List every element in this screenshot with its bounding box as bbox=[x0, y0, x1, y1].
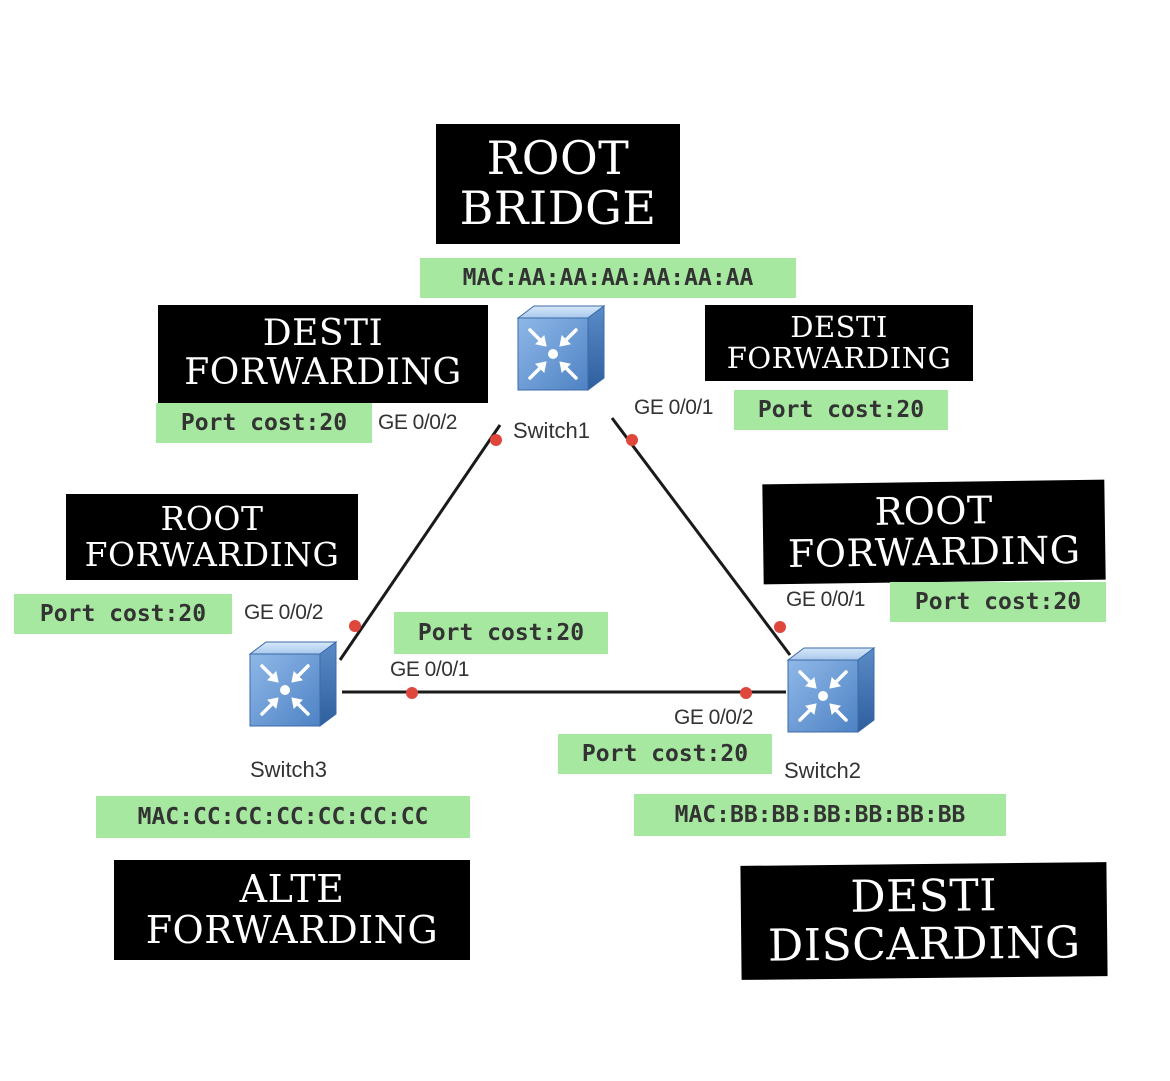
switch3-icon bbox=[248, 640, 338, 728]
switch2-ge002-role-line2: DISCARDING bbox=[767, 917, 1081, 972]
switch1-ge001-role-line2: FORWARDING bbox=[726, 341, 952, 375]
switch2-ge002-role-box: DESTI DISCARDING bbox=[740, 862, 1108, 980]
switch3-ge001-label: GE 0/0/1 bbox=[390, 658, 469, 681]
port-dot-switch3-ge001 bbox=[406, 687, 418, 699]
switch3-mac-label: MAC:CC:CC:CC:CC:CC:CC bbox=[96, 796, 470, 838]
switch3-ge001-role-line2: FORWARDING bbox=[145, 908, 439, 952]
switch2-ge002-role-line1: DESTI bbox=[850, 870, 998, 924]
switch3-name: Switch3 bbox=[250, 757, 328, 782]
switch1-ge001-cost: Port cost:20 bbox=[734, 390, 948, 430]
switch2-icon bbox=[786, 646, 876, 734]
switch1-role-box: ROOT BRIDGE bbox=[436, 124, 680, 244]
switch1-role-line1: ROOT bbox=[486, 131, 630, 186]
switch3-ge002-label: GE 0/0/2 bbox=[244, 601, 323, 624]
switch1-ge002-role-box: DESTI FORWARDING bbox=[158, 305, 488, 403]
switch1-icon bbox=[516, 304, 606, 392]
switch2-mac-label: MAC:BB:BB:BB:BB:BB:BB bbox=[634, 794, 1006, 836]
switch3-ge001-role-line1: ALTE bbox=[239, 866, 345, 911]
switch3-ge002-role-box: ROOT FORWARDING bbox=[66, 494, 358, 580]
switch2-ge001-role-line1: ROOT bbox=[874, 488, 994, 534]
switch2-ge001-role-line2: FORWARDING bbox=[787, 527, 1081, 577]
link-switch1-switch3 bbox=[338, 424, 502, 661]
switch1-role-line2: BRIDGE bbox=[459, 181, 657, 235]
link-switch1-switch2 bbox=[610, 417, 792, 656]
port-dot-switch2-ge002 bbox=[740, 687, 752, 699]
switch3-ge002-role-line1: ROOT bbox=[160, 499, 264, 539]
port-dot-switch3-ge002 bbox=[349, 620, 361, 632]
switch2-ge001-role-box: ROOT FORWARDING bbox=[762, 479, 1106, 585]
switch1-ge002-role-line2: FORWARDING bbox=[184, 352, 462, 393]
switch3-ge002-cost: Port cost:20 bbox=[14, 594, 232, 634]
port-dot-switch1-ge002 bbox=[490, 434, 502, 446]
switch1-mac-label: MAC:AA:AA:AA:AA:AA:AA bbox=[420, 258, 796, 298]
switch2-ge002-cost: Port cost:20 bbox=[558, 734, 772, 774]
switch1-ge001-role-box: DESTI FORWARDING bbox=[705, 305, 973, 381]
switch1-ge002-cost: Port cost:20 bbox=[156, 403, 372, 443]
switch3-ge001-cost: Port cost:20 bbox=[394, 612, 608, 654]
switch2-ge001-label: GE 0/0/1 bbox=[786, 588, 865, 611]
switch2-name: Switch2 bbox=[784, 758, 862, 783]
port-dot-switch1-ge001 bbox=[626, 434, 638, 446]
switch2-ge002-label: GE 0/0/2 bbox=[674, 706, 753, 729]
switch3-ge002-role-line2: FORWARDING bbox=[84, 535, 340, 574]
switch3-ge001-role-box: ALTE FORWARDING bbox=[114, 860, 470, 960]
switch1-ge002-role-line1: DESTI bbox=[262, 313, 384, 355]
switch1-ge001-role-line1: DESTI bbox=[790, 309, 888, 344]
switch1-ge002-label: GE 0/0/2 bbox=[378, 411, 457, 434]
port-dot-switch2-ge001 bbox=[774, 621, 786, 633]
switch1-name: Switch1 bbox=[513, 418, 591, 443]
switch1-ge001-label: GE 0/0/1 bbox=[634, 396, 713, 419]
switch2-ge001-cost: Port cost:20 bbox=[890, 582, 1106, 622]
